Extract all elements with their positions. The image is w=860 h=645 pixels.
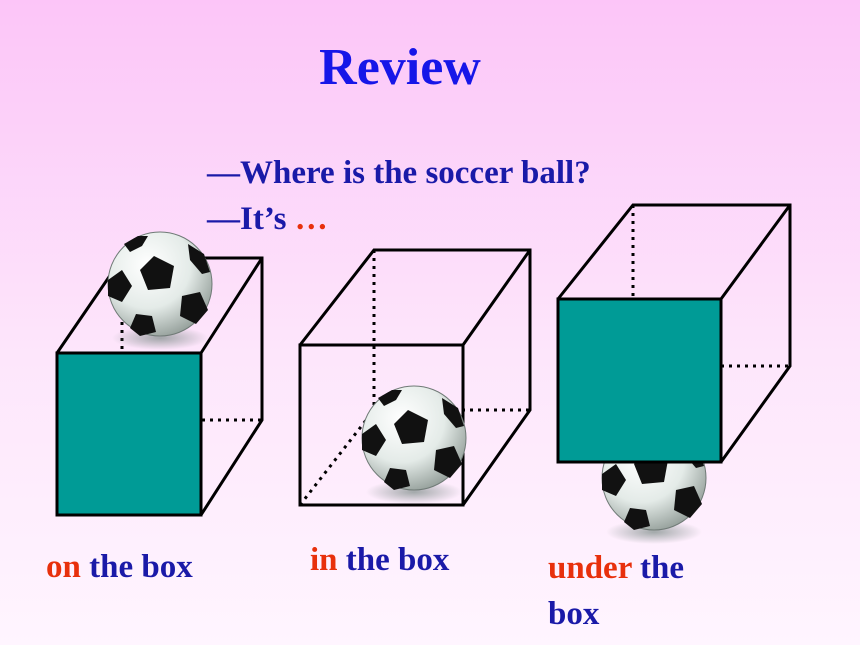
answer-text: —It’s … (207, 196, 591, 242)
soccer-ball-icon (361, 385, 467, 505)
box-under (556, 203, 792, 464)
caption-in: in the box (310, 538, 449, 582)
caption-keyword: under (548, 550, 632, 586)
answer-blank: … (294, 201, 328, 237)
box-in (298, 248, 532, 507)
page-title: Review (319, 39, 481, 96)
soccer-ball-icon (107, 231, 213, 351)
caption-under: under the box (548, 545, 684, 637)
caption-keyword: on (46, 549, 81, 585)
answer-start: —It’s (207, 201, 295, 237)
caption-rest: the box (337, 542, 450, 578)
caption-on: on the box (46, 545, 193, 589)
caption-rest: the (631, 550, 685, 586)
question-text: —Where is the soccer ball? (207, 155, 591, 191)
caption-keyword: in (310, 542, 338, 578)
caption-rest-line2: box (548, 596, 600, 632)
dialog: —Where is the soccer ball? —It’s … (207, 150, 591, 242)
caption-rest: the box (80, 549, 193, 585)
